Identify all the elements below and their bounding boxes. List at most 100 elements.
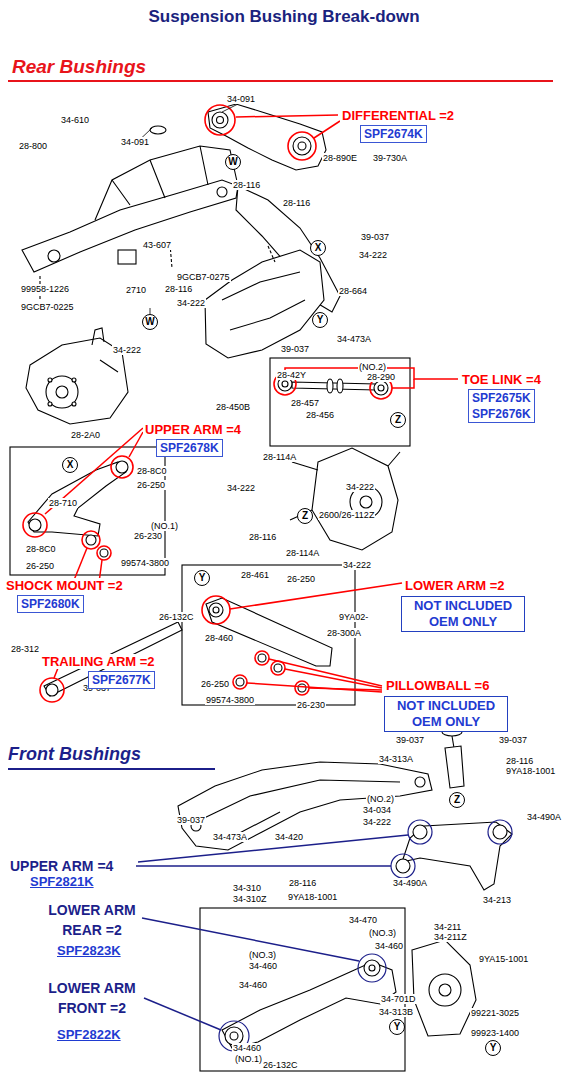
part-number: 34-222 [226, 483, 256, 493]
callout-letter: Z [454, 795, 460, 805]
part-code: SPF2822K [57, 1027, 121, 1042]
callout-letter: W [145, 317, 154, 327]
part-number: 99574-3800 [120, 558, 170, 568]
rear-subframe [217, 117, 224, 124]
part-number: (NO.1) [150, 521, 179, 531]
part-number: 34-211 [433, 922, 462, 932]
rear-lower-arm [298, 684, 306, 692]
differential-housing [26, 328, 128, 424]
callout-letter: Y [199, 573, 206, 583]
bushing-outline [358, 954, 386, 982]
part-number: 9YA02- [338, 612, 369, 622]
leader-line [285, 669, 382, 688]
part-number: 28-116 [164, 284, 193, 294]
part-number: 26-250 [136, 480, 166, 490]
callout-heading: SHOCK MOUNT =2 [4, 578, 125, 593]
leader-line [236, 115, 338, 117]
rear-knuckle [360, 496, 372, 508]
differential-housing [56, 386, 68, 398]
front-lower-arm [230, 1032, 238, 1040]
rear-subframe [205, 250, 324, 358]
part-number: 34-222 [362, 817, 392, 827]
part-number: 28-456 [305, 410, 335, 420]
bushing-callout: TRAILING ARM =2 SPF2677K [40, 652, 157, 689]
part-number: 28-114A [285, 548, 320, 558]
front-subframe [415, 777, 425, 787]
rear-subframe [95, 146, 238, 220]
part-code-box: SPF2677K [88, 671, 155, 689]
part-number: 28-2A0 [70, 430, 101, 440]
part-number: 99221-3025 [470, 1008, 520, 1018]
toe-link [337, 379, 343, 393]
front-subframe [200, 780, 400, 838]
inset-frame [10, 358, 410, 1071]
part-number: 34-610 [60, 115, 90, 125]
leader-line [136, 865, 391, 867]
part-code: SPF2676K [472, 406, 531, 422]
part-number: 28-890E [322, 153, 358, 163]
part-code: NOT INCLUDED OEM ONLY [385, 698, 507, 730]
part-number: 39-037 [280, 344, 310, 354]
bushing-highlight [111, 456, 133, 478]
leader-line [144, 998, 221, 1030]
rear-subframe [48, 250, 60, 262]
part-number: 26-132C [262, 1060, 299, 1070]
reference-circle: W [225, 154, 241, 170]
rear-lower-arm [206, 598, 332, 666]
part-number: 9GCB7-0275 [176, 272, 231, 282]
part-number: 34-490A [392, 878, 428, 888]
front-upper-arm [413, 825, 427, 839]
callout-heading: UPPER ARM =4 [143, 422, 243, 437]
bushing-highlight [82, 531, 100, 549]
part-number: 9YA15-1001 [478, 954, 529, 964]
leader-line [314, 121, 340, 138]
callout-heading: PILLOWBALL =6 [384, 678, 491, 693]
rear-upper-arm [29, 519, 41, 531]
rear-subframe [118, 250, 136, 264]
part-number: 9YA18-1001 [287, 892, 338, 902]
part-number: 34-034 [362, 805, 392, 815]
callout-heading: TRAILING ARM =2 [40, 654, 157, 669]
front-upper-arm [396, 859, 410, 873]
rear-upper-arm [28, 461, 128, 557]
callout-heading: DIFFERENTIAL =2 [340, 108, 456, 123]
rear-subframe [150, 126, 166, 134]
part-code-box: SPF2680K [17, 595, 84, 613]
part-code: SPF2675K [472, 390, 531, 406]
reference-circle: Y [389, 1019, 405, 1035]
part-number: 34-490A [526, 812, 562, 822]
rear-upper-arm [100, 549, 108, 557]
part-number: 34-460 [232, 1043, 262, 1053]
part-number: 34-470 [348, 915, 378, 925]
callout-heading: LOWER ARM FRONT =2 [42, 978, 142, 1018]
part-number: (NO.1) [234, 1054, 263, 1064]
part-number: 26-230 [133, 531, 163, 541]
part-number: 99574-3800 [205, 695, 255, 705]
front-shock [445, 746, 464, 788]
part-number: 34-211Z [433, 932, 468, 942]
callout-letter: W [228, 157, 237, 167]
callout-heading: LOWER ARM REAR =2 [42, 900, 142, 940]
part-code-box: SPF2678K [156, 439, 223, 457]
bushing-highlight [40, 678, 64, 702]
part-code-box: NOT INCLUDED OEM ONLY [384, 696, 508, 732]
rear-subframe [298, 142, 306, 150]
callout-letter: X [67, 460, 74, 470]
bushing-highlight [23, 513, 47, 537]
part-number: 28-42Y [276, 370, 307, 380]
bushing-outline [408, 820, 432, 844]
inset-frame [200, 908, 405, 1071]
part-number: (NO.3) [368, 928, 397, 938]
reference-circle: W [142, 314, 158, 330]
rear-subframe [293, 137, 311, 155]
part-number: 34-473A [336, 334, 372, 344]
rear-subframe [212, 112, 228, 128]
leader-line [269, 659, 382, 686]
part-number: 28-116 [505, 756, 534, 766]
front-knuckle [412, 940, 476, 1036]
bushing-callout: PILLOWBALL =6 NOT INCLUDED OEM ONLY [384, 676, 508, 732]
differential-housing [72, 378, 76, 382]
part-code-box: SPF2674K [360, 125, 427, 143]
differential-housing [72, 402, 76, 406]
